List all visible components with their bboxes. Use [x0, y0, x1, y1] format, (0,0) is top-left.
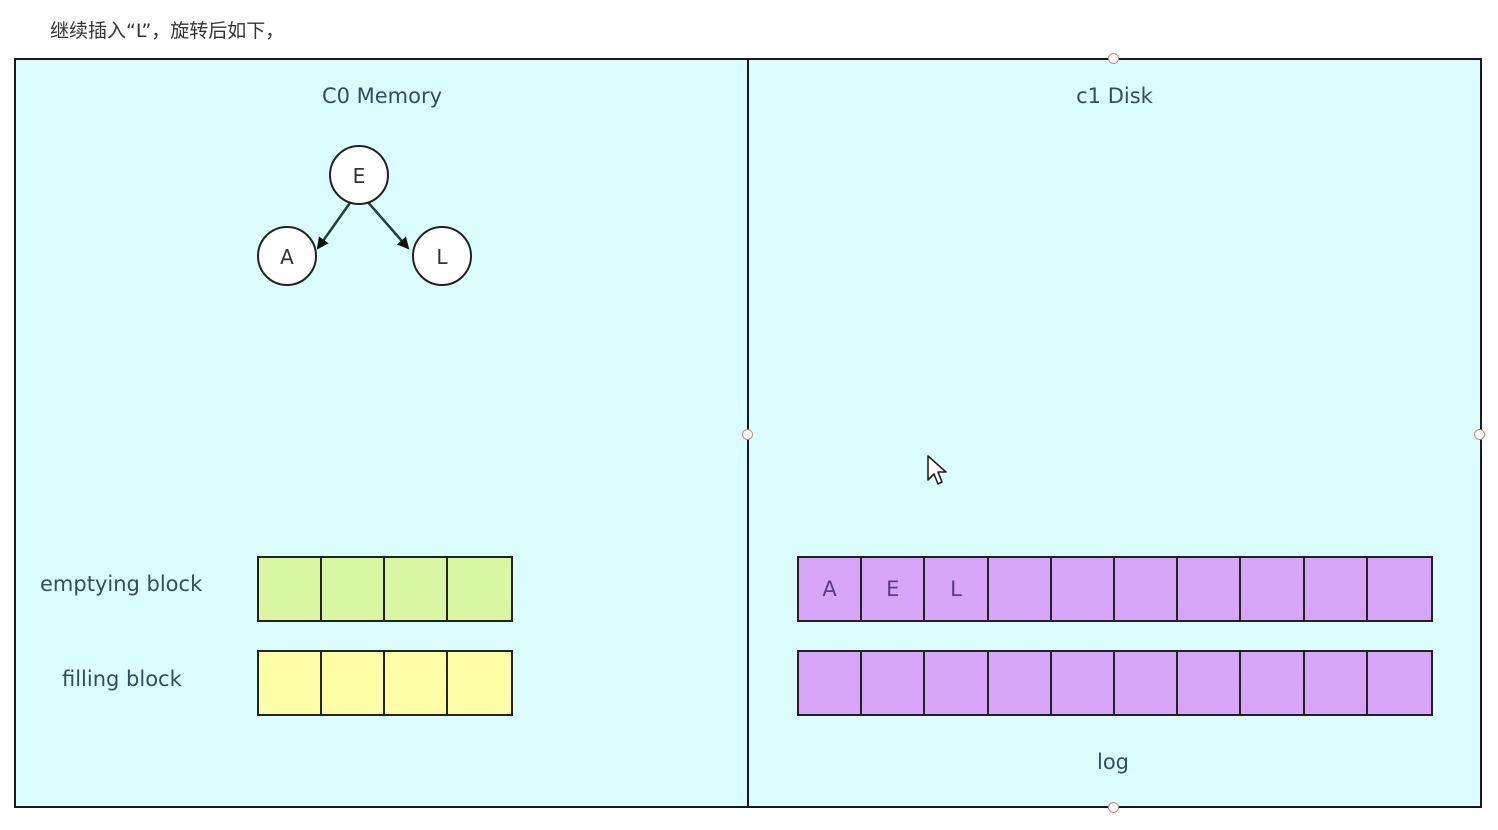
tree-edge-left [316, 199, 354, 250]
filling-block-label: filling block [62, 667, 182, 691]
resize-handle-bottom[interactable] [1108, 802, 1119, 813]
tree-edge-right [365, 199, 410, 250]
disk-row-2-cell-4 [988, 652, 1052, 714]
disk-row-1-cell-5 [1051, 558, 1115, 620]
resize-handle-right[interactable] [1474, 429, 1485, 440]
disk-row-2-cell-2 [862, 652, 926, 714]
emptying-block-cell-4 [448, 558, 511, 620]
disk-row-1-cell-10 [1367, 558, 1431, 620]
emptying-block [257, 556, 513, 622]
disk-row-1-cell-7 [1178, 558, 1242, 620]
disk-row-2-cell-1 [799, 652, 863, 714]
emptying-block-cell-2 [322, 558, 385, 620]
disk-row-2-cell-10 [1367, 652, 1431, 714]
disk-row-2-cell-7 [1178, 652, 1242, 714]
disk-row-1-cell-1: A [799, 558, 863, 620]
disk-row-2-cell-8 [1241, 652, 1305, 714]
tree-node-left-label: A [280, 245, 294, 269]
mouse-cursor-icon [927, 455, 947, 485]
disk-row-1-cell-2: E [862, 558, 926, 620]
disk-row-2-cell-9 [1304, 652, 1368, 714]
tree-node-root-label: E [353, 164, 366, 188]
disk-row-2-cell-5 [1051, 652, 1115, 714]
disk-row-2-cell-3 [925, 652, 989, 714]
emptying-block-cell-3 [385, 558, 448, 620]
disk-row-1-cell-3: L [925, 558, 989, 620]
memory-panel-title: C0 Memory [321, 84, 443, 108]
tree-node-left: A [257, 226, 317, 286]
disk-row-1-cell-6 [1114, 558, 1179, 620]
tree-node-root: E [329, 145, 389, 205]
resize-handle-left[interactable] [742, 429, 753, 440]
disk-row-1-cell-8 [1241, 558, 1305, 620]
disk-row-1-cell-9 [1304, 558, 1368, 620]
disk-row-1-cell-4 [988, 558, 1052, 620]
disk-row-2 [797, 650, 1433, 716]
filling-block-cell-4 [448, 652, 511, 714]
filling-block [257, 650, 513, 716]
emptying-block-cell-1 [259, 558, 322, 620]
filling-block-cell-3 [385, 652, 448, 714]
log-label: log [1097, 750, 1130, 774]
disk-row-2-cell-6 [1114, 652, 1179, 714]
filling-block-cell-2 [322, 652, 385, 714]
caption-text: 继续插入“L”，旋转后如下， [50, 20, 285, 42]
disk-panel-title: c1 Disk [1076, 84, 1153, 108]
tree-node-right-label: L [436, 245, 448, 269]
emptying-block-label: emptying block [40, 572, 203, 596]
tree-node-right: L [412, 226, 472, 286]
resize-handle-top[interactable] [1108, 53, 1119, 64]
filling-block-cell-1 [259, 652, 322, 714]
